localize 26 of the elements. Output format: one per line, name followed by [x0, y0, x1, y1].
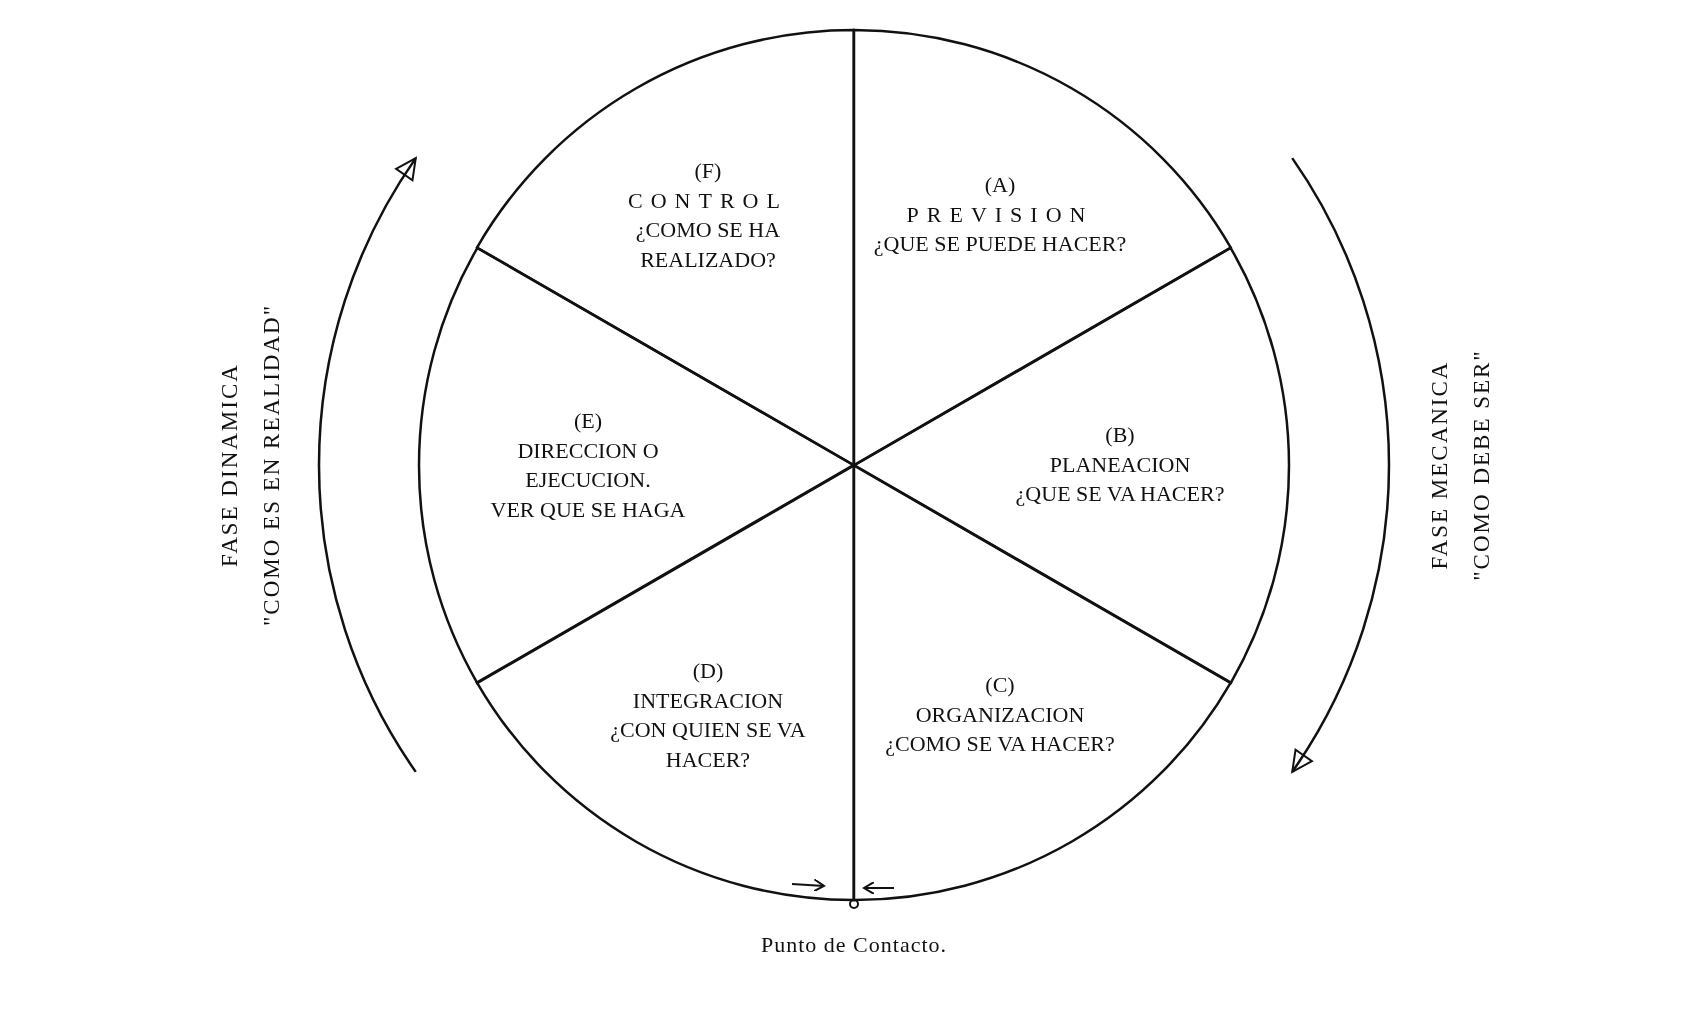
- sector-letter: (A): [983, 171, 1017, 200]
- sector-letter: (E): [572, 406, 604, 435]
- pie-sector: [477, 465, 854, 900]
- sector-question: ¿QUE SE VA HACER?: [1014, 480, 1226, 509]
- phase-label: FASE DINAMICA: [217, 363, 243, 567]
- sector-title: DIRECCION O EJECUCION.: [516, 436, 660, 494]
- sector-question: ¿CON QUIEN SE VA HACER?: [609, 716, 807, 774]
- sector-title: CONTROL: [627, 186, 789, 215]
- sector-letter: (D): [691, 656, 725, 685]
- sector-title: PLANEACION: [1048, 451, 1192, 480]
- phase-label: FASE MECANICA: [1427, 360, 1453, 570]
- sector-question: ¿COMO SE HA REALIZADO?: [634, 216, 782, 274]
- sector-letter: (F): [693, 156, 723, 185]
- sector-question: VER QUE SE HAGA: [489, 495, 687, 524]
- sector-title: PREVISION: [905, 201, 1095, 230]
- sector-question: ¿COMO SE VA HACER?: [884, 730, 1116, 759]
- sector-title: ORGANIZACION: [914, 701, 1086, 730]
- sector-question: ¿QUE SE PUEDE HACER?: [872, 230, 1128, 259]
- point-caption: Punto de Contacto.: [761, 932, 947, 958]
- sector-letter: (B): [1104, 421, 1136, 450]
- sector-letter: (C): [984, 671, 1016, 700]
- sector-title: INTEGRACION: [631, 686, 785, 715]
- pie-sector: [477, 30, 854, 465]
- phase-label: "COMO DEBE SER": [1469, 349, 1495, 581]
- phase-label: "COMO ES EN REALIDAD": [259, 303, 285, 627]
- pie-sector: [419, 247, 854, 683]
